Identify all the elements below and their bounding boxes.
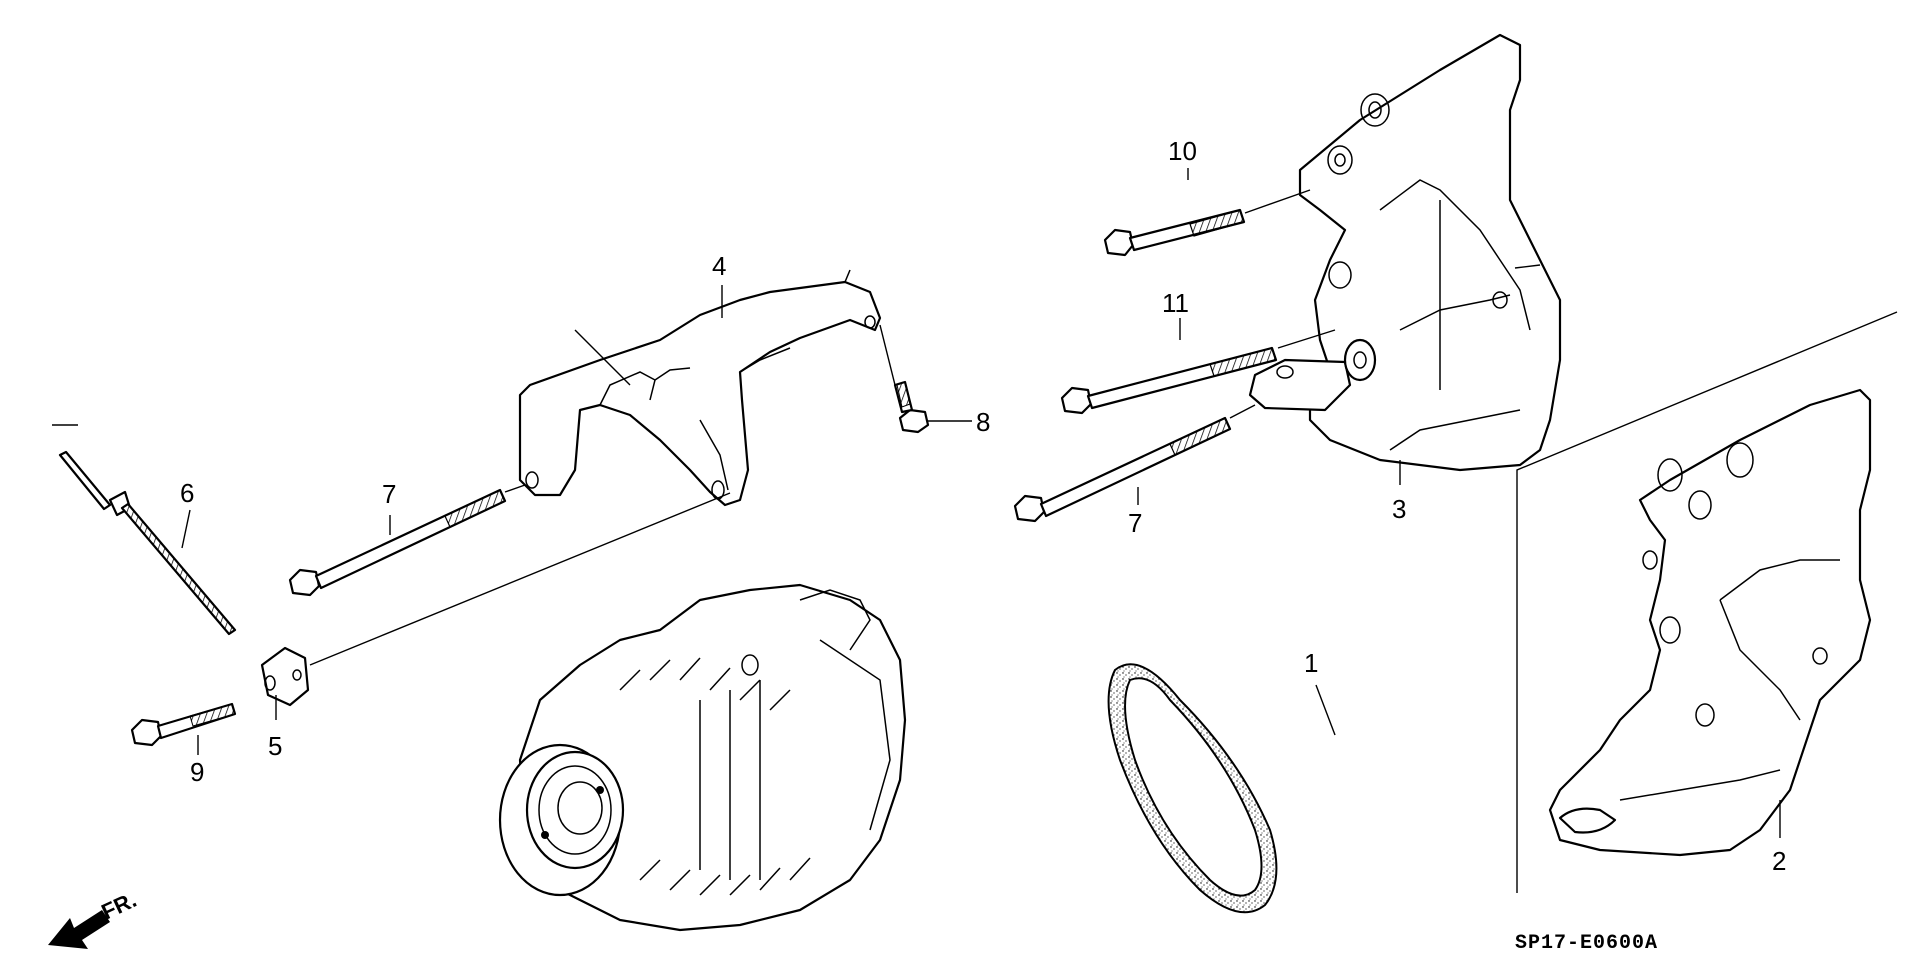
callout-1: 1 [1304, 648, 1318, 678]
front-direction-arrow-icon [48, 910, 110, 949]
callout-3: 3 [1392, 494, 1406, 524]
alternator [498, 583, 907, 932]
leader-lines [181, 168, 1781, 838]
v-belt [1107, 663, 1278, 914]
callout-8: 8 [976, 407, 990, 437]
bolt-9 [130, 702, 237, 747]
callout-2: 2 [1772, 846, 1786, 876]
adjusting-nut-5 [260, 646, 310, 707]
bolt-10 [1103, 208, 1246, 257]
mounting-bracket-lower [1516, 311, 1898, 893]
adjusting-bolt-6 [52, 424, 237, 636]
callout-4: 4 [712, 251, 726, 281]
bolt-7-right [1013, 416, 1232, 523]
assembly-lines [309, 189, 1541, 666]
callout-7-left: 7 [382, 479, 396, 509]
callout-10: 10 [1168, 136, 1197, 166]
callout-5: 5 [268, 731, 282, 761]
drawing-code: SP17-E0600A [1515, 932, 1658, 955]
adjusting-bracket [518, 269, 882, 507]
callout-6: 6 [180, 478, 194, 508]
bolt-8 [893, 380, 930, 434]
callout-7-right: 7 [1128, 508, 1142, 538]
callout-11: 11 [1162, 288, 1189, 318]
bolt-7-left [288, 488, 507, 597]
mounting-bracket-upper [1248, 33, 1562, 472]
bolt-11 [1060, 346, 1278, 415]
callout-9: 9 [190, 757, 204, 787]
